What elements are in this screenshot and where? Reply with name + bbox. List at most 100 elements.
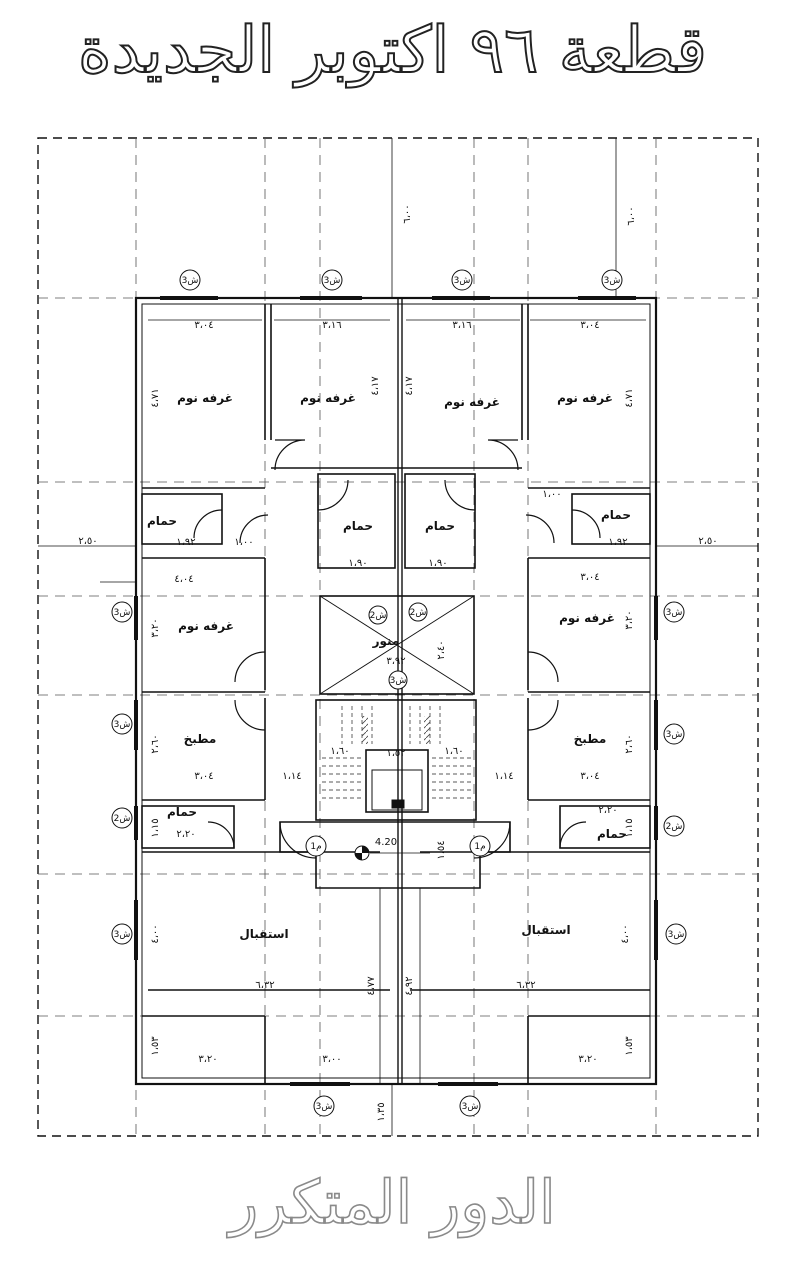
dimension-text: ١،١٥: [624, 818, 635, 837]
dimension-text: ٢،٤٠: [436, 640, 447, 659]
dimension-text: ٤،١٧: [404, 376, 415, 396]
room-label: غرفه نوم: [300, 391, 356, 406]
dimension-text: ١،٦٠: [444, 746, 463, 757]
room-label: حمام: [343, 519, 373, 534]
svg-text:م1: م1: [310, 842, 321, 852]
dimension-text: ٦،٠٠: [626, 206, 637, 225]
room-label: غرفه نوم: [444, 395, 500, 410]
room-label: حمام: [147, 514, 177, 529]
dimension-text: ٦،٣٢: [516, 980, 535, 991]
dimension-text: ٣،٩٢: [386, 656, 405, 667]
dimension-text: ٣،٠٤: [580, 771, 599, 782]
svg-text:ش3: ش3: [114, 720, 131, 730]
dimension-text: ١،٥٢: [386, 748, 405, 759]
dimension-text: ٤،٩٢: [404, 976, 415, 995]
dimension-text: ٣،٠٤: [194, 771, 213, 782]
svg-text:ش3: ش3: [114, 930, 131, 940]
dimension-text: ١،١٤: [494, 771, 513, 782]
level-symbol: [354, 845, 430, 861]
dimension-text: ١،١٥: [150, 818, 161, 837]
room-label: مطبخ: [574, 732, 607, 746]
dimension-text: ١،٠٠: [234, 537, 253, 548]
dimension-text: ٣،٢٠: [198, 1054, 217, 1065]
dimension-text: ٤،١٧: [370, 376, 381, 396]
dimension-text: ١،٠٠: [542, 489, 561, 500]
doors: [193, 439, 601, 859]
dimension-text: ٣،٠٤: [580, 572, 599, 583]
dimension-text: ٢،٢٠: [176, 829, 195, 840]
room-label: حمام: [167, 805, 197, 820]
dimension-text: ١،٩٢: [176, 537, 195, 548]
dimension-text: ٣،٠٤: [194, 320, 213, 331]
dimension-text: ٣،٢٠: [624, 610, 635, 629]
dimension-text: ٤،٧١: [150, 388, 161, 407]
svg-text:ش2: ش2: [370, 611, 387, 621]
dimension-text: ٣،١٦: [452, 320, 471, 331]
drawing-title: قطعة ٩٦ اكتوبر الجديدة: [77, 13, 707, 89]
room-label: استقبال: [521, 923, 570, 937]
dimension-text: ٢،٦٠: [624, 734, 635, 753]
dimension-text: ٢،٥٠: [78, 536, 97, 547]
dimension-text: ١،١٤: [282, 771, 301, 782]
svg-text:ش3: ش3: [462, 1102, 479, 1112]
svg-text:ش3: ش3: [666, 730, 683, 740]
drawing-subtitle: الدور المتكرر: [228, 1167, 556, 1239]
dimension-text: ٣،٢٠: [578, 1054, 597, 1065]
dimension-text: ١،٥٣: [150, 1036, 161, 1056]
dimension-text: ١،٥٣: [624, 1036, 635, 1056]
room-labels: غرفه نوم غرفه نوم غرفه نوم غرفه نوم حمام…: [147, 391, 631, 941]
svg-text:ش3: ش3: [316, 1102, 333, 1112]
room-label: حمام: [601, 508, 631, 523]
dimension-text: ١،٩٠: [428, 558, 447, 569]
dimension-text: ٣،٢٠: [150, 618, 161, 637]
dimension-text: ٣،١٦: [322, 320, 341, 331]
room-label: غرفه نوم: [557, 391, 613, 406]
markers: [111, 269, 687, 1117]
svg-text:ش3: ش3: [604, 276, 621, 286]
room-label: غرفه نوم: [177, 391, 233, 406]
room-label: حمام: [425, 519, 455, 534]
room-label: مطبخ: [184, 732, 217, 746]
dimension-text: ٢،٢٠: [598, 805, 617, 816]
svg-text:ش3: ش3: [390, 676, 407, 686]
room-label: غرفه نوم: [178, 619, 234, 634]
dimension-text: ١،٥٤: [436, 840, 447, 859]
room-label: غرفه نوم: [559, 611, 615, 626]
svg-text:ش3: ش3: [666, 608, 683, 618]
dimension-text: ١،٦٠: [330, 746, 349, 757]
dimension-text: ١،٩٠: [348, 558, 367, 569]
windows: [134, 296, 658, 1086]
elevator: [371, 769, 423, 811]
svg-text:م1: م1: [474, 842, 485, 852]
hatched-strips: [362, 716, 430, 744]
dimension-text: ٤،٠٤: [174, 574, 193, 585]
svg-text:ش3: ش3: [114, 608, 131, 618]
room-label: حمام: [597, 827, 627, 842]
outer-walls: [134, 296, 658, 1086]
dimension-text: ٤،٠٠: [620, 924, 631, 943]
light-well-cross: [319, 595, 475, 695]
dimension-text: ١،٣٥: [376, 1102, 387, 1121]
dimension-text: ٣،٠٠: [322, 1054, 341, 1065]
dimension-text: ٦،٠٠: [402, 204, 413, 223]
dimension-text: ٤،٧١: [624, 388, 635, 407]
dimension-labels: ٣،٠٤ ٣،١٦ ٣،١٦ ٣،٠٤ ٤،٧١ ٤،١٧ ٤،١٧ ٤،٧١ …: [78, 204, 717, 1121]
svg-text:ش2: ش2: [114, 814, 131, 824]
room-label: منور: [372, 634, 400, 649]
dimension-text: ٣،٠٤: [580, 320, 599, 331]
svg-text:ش3: ش3: [668, 930, 685, 940]
svg-text:ش3: ش3: [182, 276, 199, 286]
partitions: [141, 304, 651, 1084]
marker-labels: ش3 ش3 ش3 ش3 ش3 ش3 ش3 ش3 ش2 ش2 ش3 ش3 ش3 ش…: [114, 276, 685, 1112]
dimension-text: ٤،٧٧: [366, 976, 377, 996]
dimension-text: ٦،٣٢: [255, 980, 274, 991]
svg-text:ش2: ش2: [410, 608, 427, 618]
svg-text:ش3: ش3: [454, 276, 471, 286]
dimension-text: ٢،٦٠: [150, 734, 161, 753]
room-label: استقبال: [239, 927, 288, 941]
svg-text:ش2: ش2: [666, 822, 683, 832]
svg-text:ش3: ش3: [324, 276, 341, 286]
dimension-text: ٤،٠٠: [150, 924, 161, 943]
dimension-text: ٢،٥٠: [698, 536, 717, 547]
